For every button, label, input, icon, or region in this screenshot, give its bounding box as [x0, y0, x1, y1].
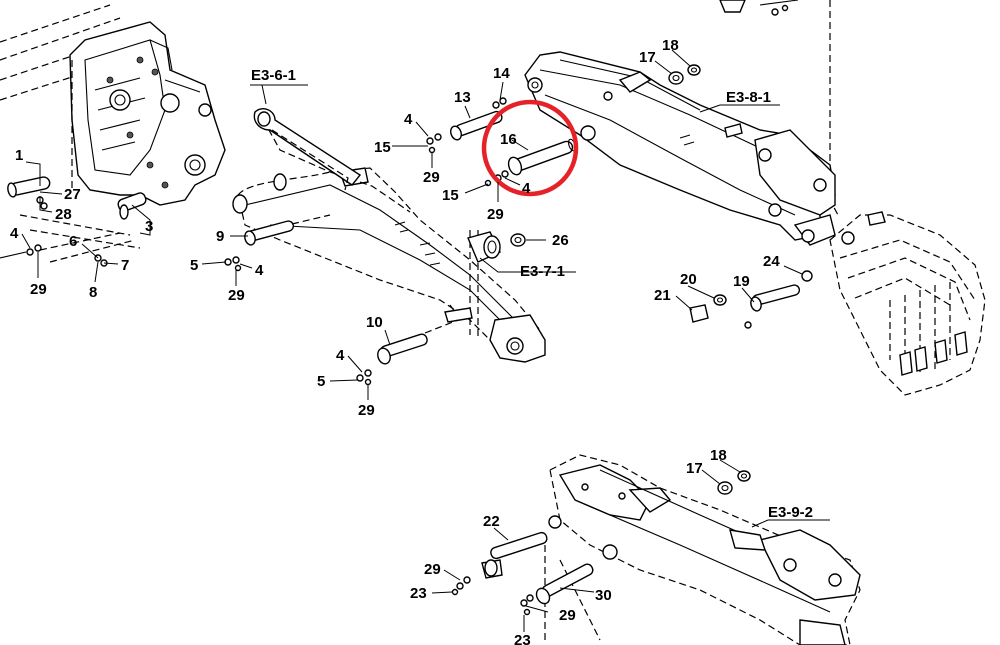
- callout-17-bottom: 17: [686, 460, 703, 477]
- washer-24: [744, 270, 813, 329]
- callout-26: 26: [552, 232, 569, 249]
- callout-5-upper: 5: [190, 257, 198, 274]
- lower-arm: [544, 454, 861, 645]
- callout-23-left: 23: [410, 585, 427, 602]
- callout-18-top: 18: [662, 37, 679, 54]
- callout-10: 10: [366, 314, 383, 331]
- callout-23-bottom: 23: [514, 632, 531, 645]
- callout-18-bottom: 18: [710, 447, 727, 464]
- callout-29-bl: 29: [424, 561, 441, 578]
- pin-9: [244, 214, 331, 246]
- callout-21: 21: [654, 287, 671, 304]
- callout-7: 7: [121, 257, 129, 274]
- callout-28: 28: [55, 206, 72, 223]
- ref-e3-8-1: E3-8-1: [726, 89, 771, 106]
- callout-1: 1: [15, 147, 23, 164]
- callout-30: 30: [595, 587, 612, 604]
- callout-numbers: 1 27 28 3 4 29 6 7 8 9 5 4 29 10 4 5 29 …: [10, 37, 780, 645]
- washers-17-18-top: [668, 64, 701, 85]
- callout-29-lower: 29: [358, 402, 375, 419]
- callout-3: 3: [145, 218, 153, 235]
- callout-15-upper: 15: [374, 139, 391, 156]
- callout-14: 14: [493, 65, 510, 82]
- callout-29-mid: 29: [228, 287, 245, 304]
- fasteners-pin-10: [356, 369, 372, 386]
- callout-16: 16: [500, 131, 517, 148]
- ref-e3-7-1: E3-7-1: [520, 263, 565, 280]
- callout-4-mid: 4: [255, 262, 264, 279]
- callout-4-lower: 4: [336, 347, 345, 364]
- callout-4-pin16: 4: [522, 180, 531, 197]
- callout-5-lower: 5: [317, 373, 325, 390]
- washers-17-18-bottom: [717, 470, 751, 495]
- boom-cylinder-rod: [253, 108, 362, 191]
- fasteners-lower: [451, 576, 534, 616]
- pin-19: [750, 284, 801, 312]
- callout-13: 13: [454, 89, 471, 106]
- callout-24: 24: [763, 253, 780, 270]
- top-right-fragment: [719, 0, 799, 16]
- pin-22: [481, 531, 548, 579]
- pin-30: [535, 563, 594, 605]
- callout-29-pin16: 29: [487, 206, 504, 223]
- reference-labels: E3-6-1 E3-7-1 E3-8-1 E3-9-2: [251, 67, 813, 521]
- arm: [524, 51, 836, 246]
- callout-8: 8: [89, 284, 97, 301]
- highlight-circle: [481, 99, 579, 197]
- leader-lines: [21, 49, 830, 632]
- pin-3: [117, 192, 147, 220]
- callout-17-top: 17: [639, 49, 656, 66]
- callout-19: 19: [733, 273, 750, 290]
- ref-e3-9-2: E3-9-2: [768, 504, 813, 521]
- main-boom: [232, 109, 546, 363]
- bolt-21-washer-20: [689, 294, 727, 323]
- pin-16: [507, 138, 577, 176]
- fasteners-pin-9: [224, 256, 242, 272]
- callout-29-arm: 29: [423, 169, 440, 186]
- swing-bracket: [69, 21, 226, 206]
- callout-20: 20: [680, 271, 697, 288]
- bushing-26: [467, 231, 526, 263]
- pin-10: [377, 319, 459, 365]
- callout-4-arm: 4: [404, 111, 413, 128]
- callout-4-left: 4: [10, 225, 19, 242]
- pin-13: [450, 110, 503, 141]
- callout-27: 27: [64, 186, 81, 203]
- callout-6: 6: [69, 233, 77, 250]
- callout-15-lower: 15: [442, 187, 459, 204]
- callout-22: 22: [483, 513, 500, 530]
- bucket: [829, 211, 986, 396]
- ref-e3-6-1: E3-6-1: [251, 67, 296, 84]
- pin-1: [7, 176, 51, 198]
- callout-29-left: 29: [30, 281, 47, 298]
- callout-9: 9: [216, 228, 224, 245]
- callout-29-br: 29: [559, 607, 576, 624]
